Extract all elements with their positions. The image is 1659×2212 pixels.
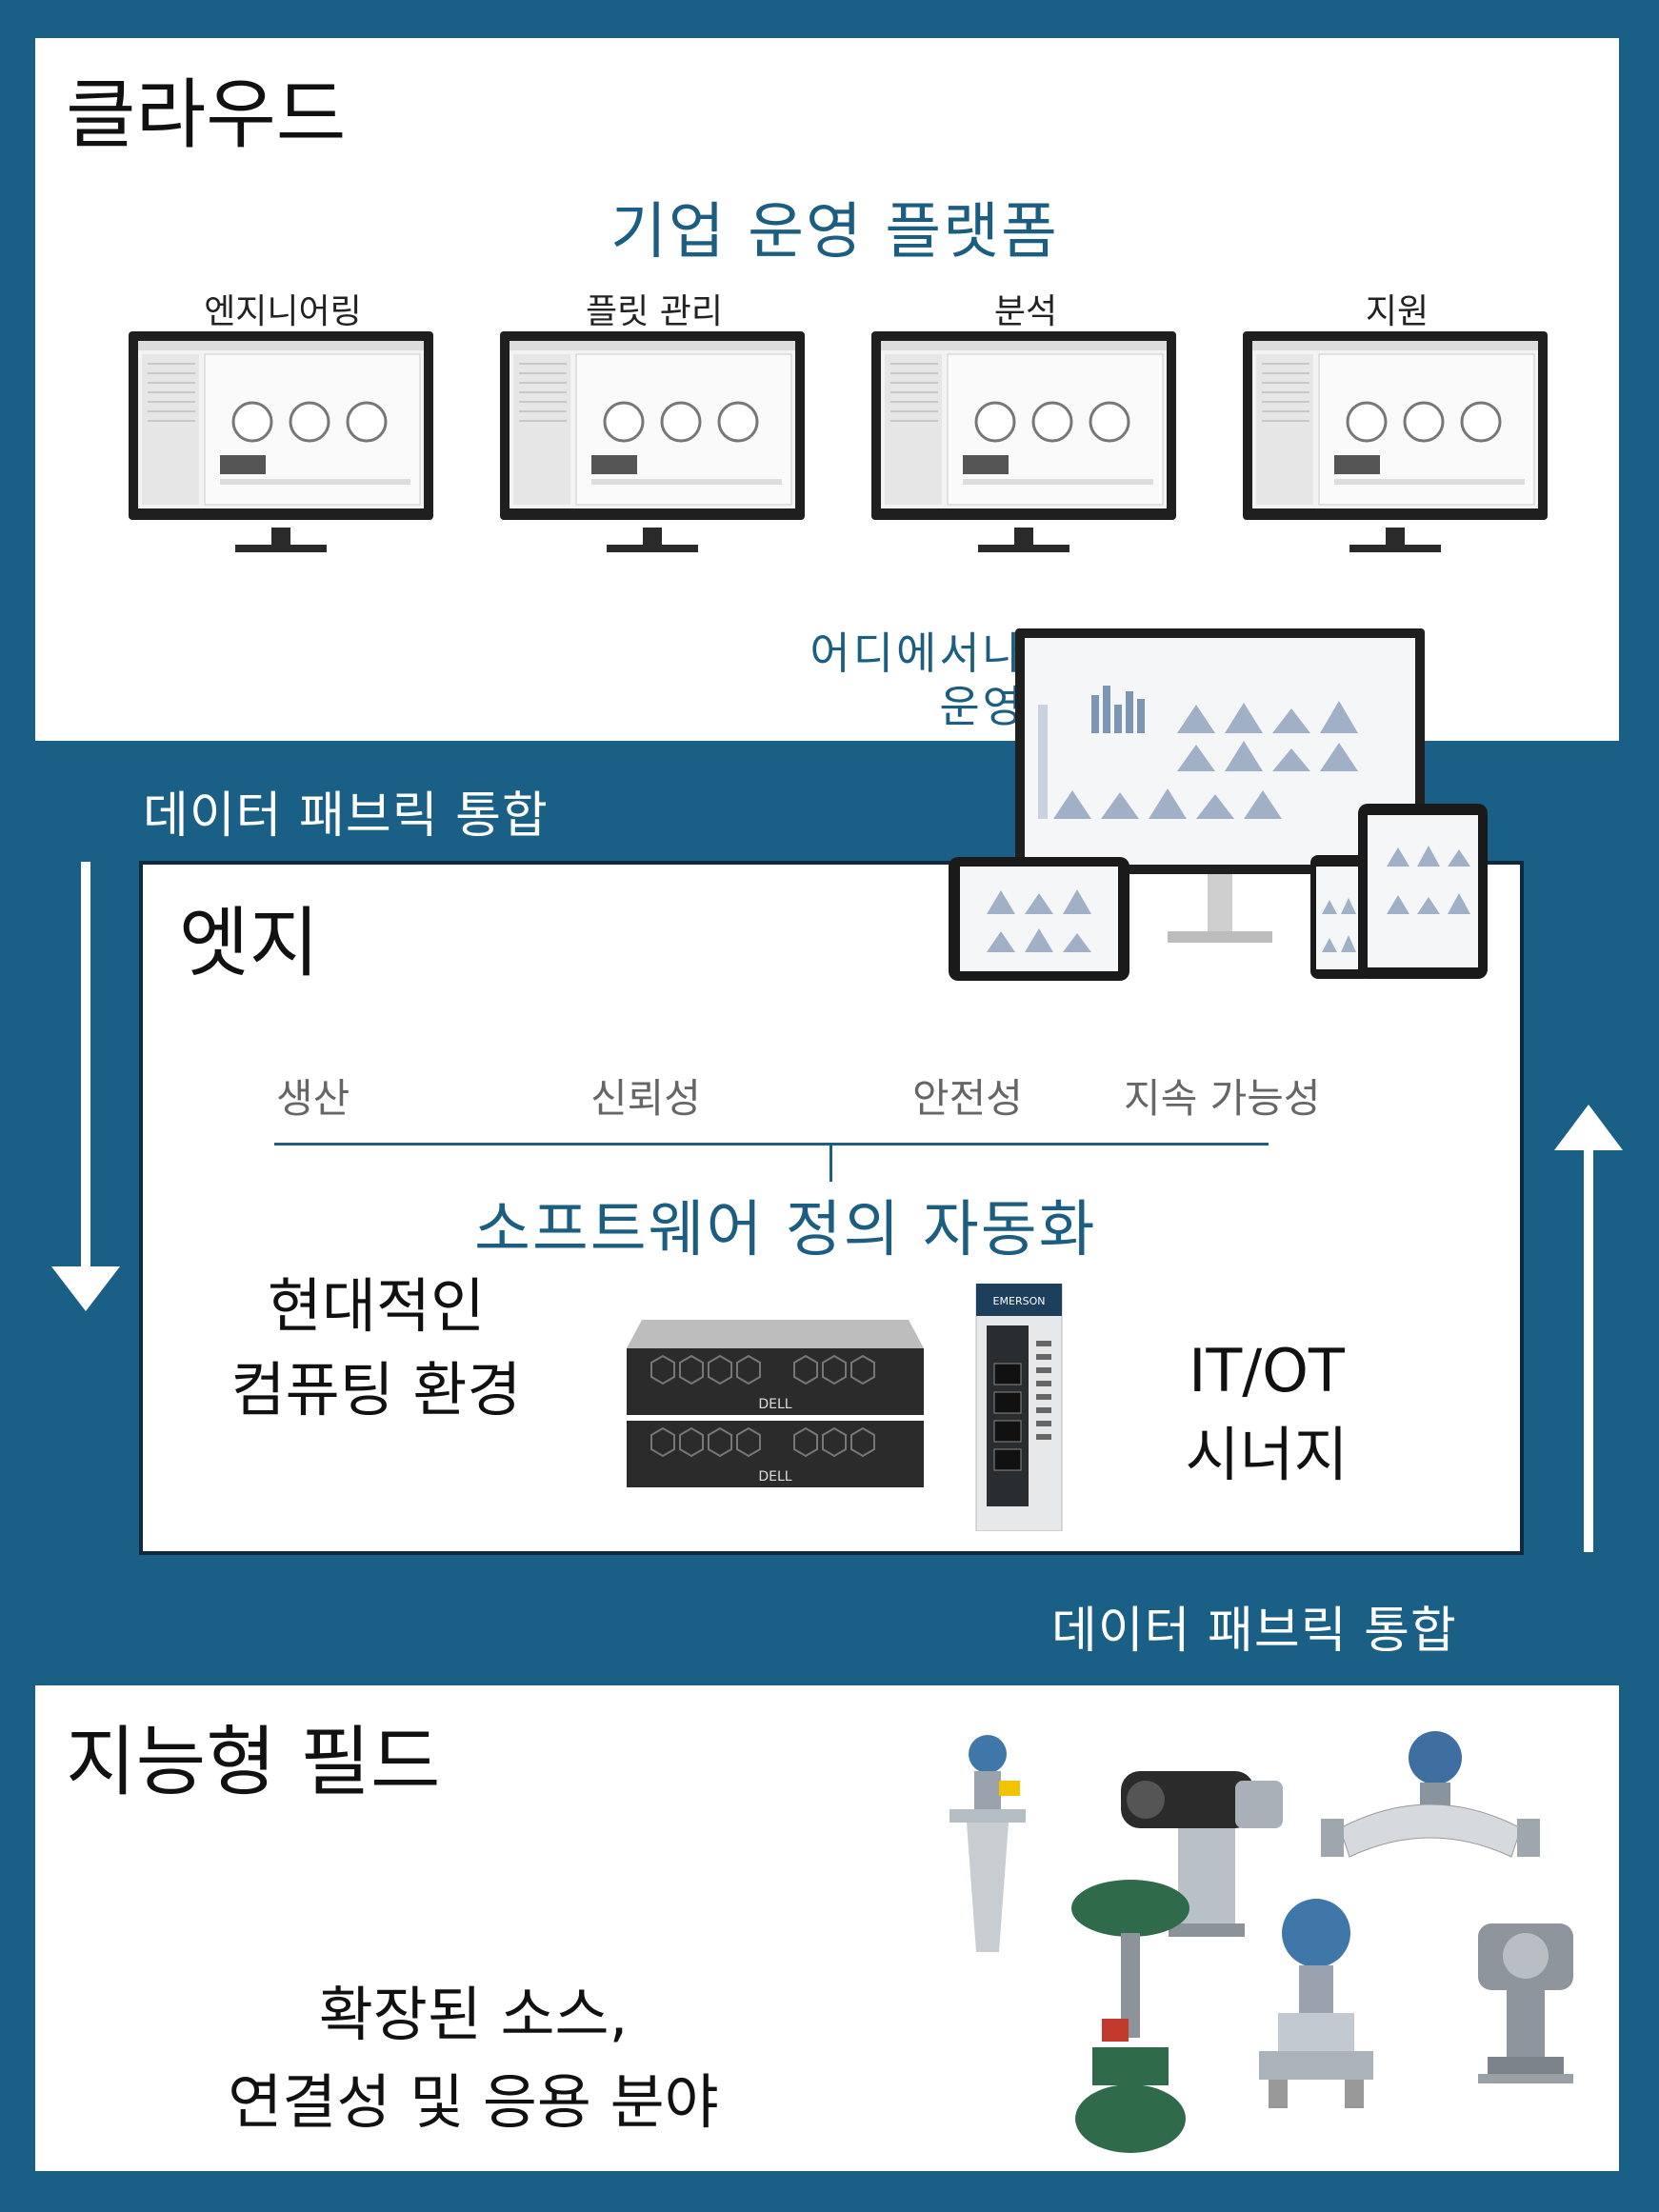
itot-line1: IT/OT [1189, 1336, 1345, 1405]
platform-title: 기업 운영 플랫폼 [610, 197, 1059, 268]
pillar-production: 생산 [276, 1075, 350, 1122]
field-desc-line1: 확장된 소스, [318, 1980, 629, 2049]
compute-text: 현대적인 컴퓨팅 환경 [210, 1265, 543, 1432]
pillar-reliability: 신뢰성 [590, 1075, 701, 1122]
sda-title: 소프트웨어 정의 자동화 [474, 1195, 1097, 1265]
itot-text: IT/OT 시너지 [1152, 1329, 1381, 1497]
cloud-title: 클라우드 [66, 70, 347, 159]
gas-detector-icon [1478, 1923, 1573, 2083]
itot-line2: 시너지 [1185, 1420, 1349, 1489]
arrow-up-icon [1554, 1105, 1623, 1552]
pillar-safety: 안전성 [912, 1075, 1023, 1122]
field-desc: 확장된 소스, 연결성 및 응용 분야 [226, 1971, 721, 2146]
pillar-connector [830, 1146, 832, 1182]
monitor-label-support: 지원 [1365, 292, 1429, 331]
server-brand-top: DELL [758, 1397, 791, 1412]
field-title: 지능형 필드 [66, 1718, 441, 1806]
monitor-label-fleet: 플릿 관리 [586, 292, 723, 331]
server-rack-icon: DELL DELL [627, 1320, 924, 1487]
field-desc-line2: 연결성 및 응용 분야 [228, 2067, 719, 2137]
fabric-label-top: 데이터 패브릭 통합 [143, 787, 549, 845]
pillar-sustainability: 지속 가능성 [1124, 1075, 1321, 1122]
monitor-label-analytics: 분석 [993, 292, 1058, 331]
compute-line1: 현대적인 [267, 1271, 486, 1341]
edge-panel: 엣지 생산 신뢰성 안전성 지속 가능성 소프트웨어 정의 자동화 현대적인 컴… [139, 861, 1524, 1555]
field-panel: 지능형 필드 확장된 소스, 연결성 및 응용 분야 [35, 1685, 1619, 2171]
anywhere-line1: 어디에서나 [810, 628, 1026, 679]
compute-line2: 컴퓨팅 환경 [230, 1355, 522, 1425]
radar-transmitter-icon [949, 1735, 1026, 1952]
multi-device-icon [949, 628, 1488, 981]
flow-meter-icon [1321, 1731, 1540, 1858]
server-brand-bottom: DELL [758, 1469, 791, 1485]
arrow-down-icon [51, 862, 120, 1311]
anywhere-text: 어디에서나 운영 [759, 627, 1026, 733]
fabric-label-bottom: 데이터 패브릭 통합 [1051, 1603, 1457, 1660]
edge-title: 엣지 [179, 899, 320, 987]
camera-icon [1121, 1771, 1283, 1937]
controller-icon: EMERSON [975, 1284, 1063, 1531]
anywhere-line2: 운영 [939, 681, 1026, 732]
controller-brand: EMERSON [993, 1295, 1046, 1307]
control-valve-icon [1071, 1880, 1189, 2153]
monitor-analytics [871, 331, 1176, 552]
pressure-transmitter-icon [1259, 1899, 1373, 2108]
cloud-panel: 클라우드 기업 운영 플랫폼 엔지니어링 플릿 관리 분석 지원 [35, 38, 1619, 741]
monitor-fleet [500, 331, 805, 552]
monitor-support [1243, 331, 1548, 552]
pillar-divider [274, 1143, 1269, 1146]
monitor-label-engineering: 엔지니어링 [204, 292, 362, 331]
monitor-engineering [129, 331, 433, 552]
